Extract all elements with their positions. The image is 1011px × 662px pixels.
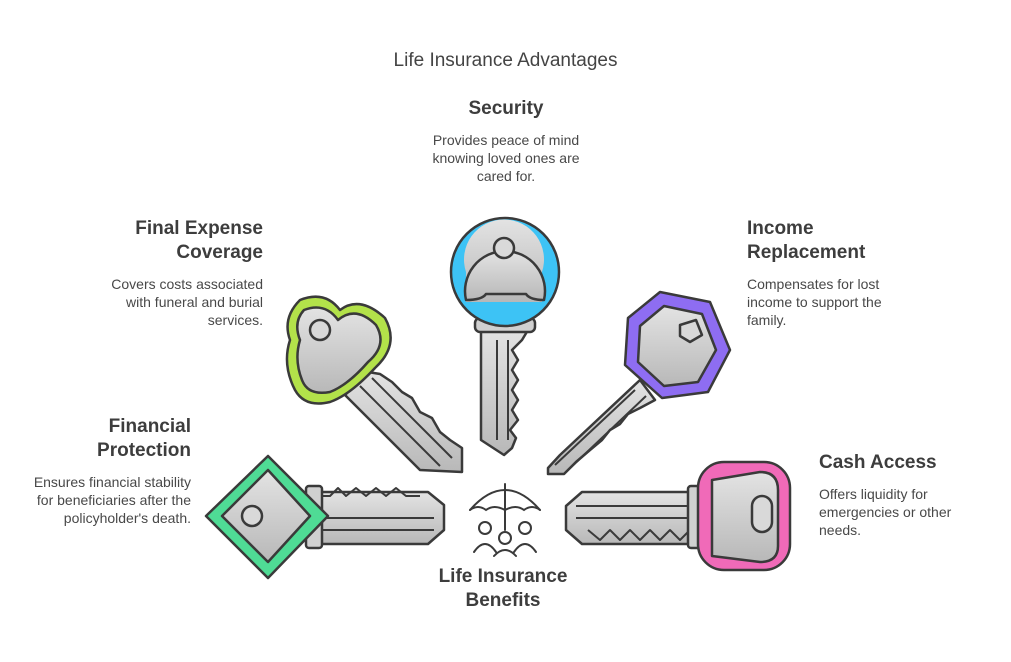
final-expense-block: Final Expense Coverage Covers costs asso… <box>90 217 263 329</box>
security-key-icon <box>449 216 561 457</box>
financial-protection-title: Financial Protection <box>97 416 191 461</box>
cash-access-title: Cash Access <box>819 452 937 473</box>
income-replacement-title: Income Replacement <box>747 218 866 263</box>
financial-protection-key-icon <box>204 454 446 580</box>
page-title: Life Insurance Advantages <box>393 50 618 71</box>
final-expense-title: Final Expense Coverage <box>135 218 263 263</box>
cash-access-block: Cash Access Offers liquidity for emergen… <box>819 451 979 539</box>
cash-access-key-icon <box>564 460 792 572</box>
final-expense-description: Covers costs associated with funeral and… <box>111 276 263 328</box>
financial-protection-block: Financial Protection Ensures financial s… <box>20 415 191 527</box>
income-replacement-block: Income Replacement Compensates for lost … <box>747 217 907 329</box>
security-description: Provides peace of mind knowing loved one… <box>432 132 580 184</box>
income-replacement-description: Compensates for lost income to support t… <box>747 276 882 328</box>
final-expense-key-icon <box>285 295 464 474</box>
cash-access-description: Offers liquidity for emergencies or othe… <box>819 486 952 538</box>
income-replacement-key-icon <box>546 290 732 476</box>
umbrella-family-icon <box>469 483 541 557</box>
security-block: Security Provides peace of mind knowing … <box>406 97 606 185</box>
center-label: Life Insurance Benefits <box>438 566 568 611</box>
security-title: Security <box>468 98 544 119</box>
financial-protection-description: Ensures financial stability for benefici… <box>33 474 191 526</box>
